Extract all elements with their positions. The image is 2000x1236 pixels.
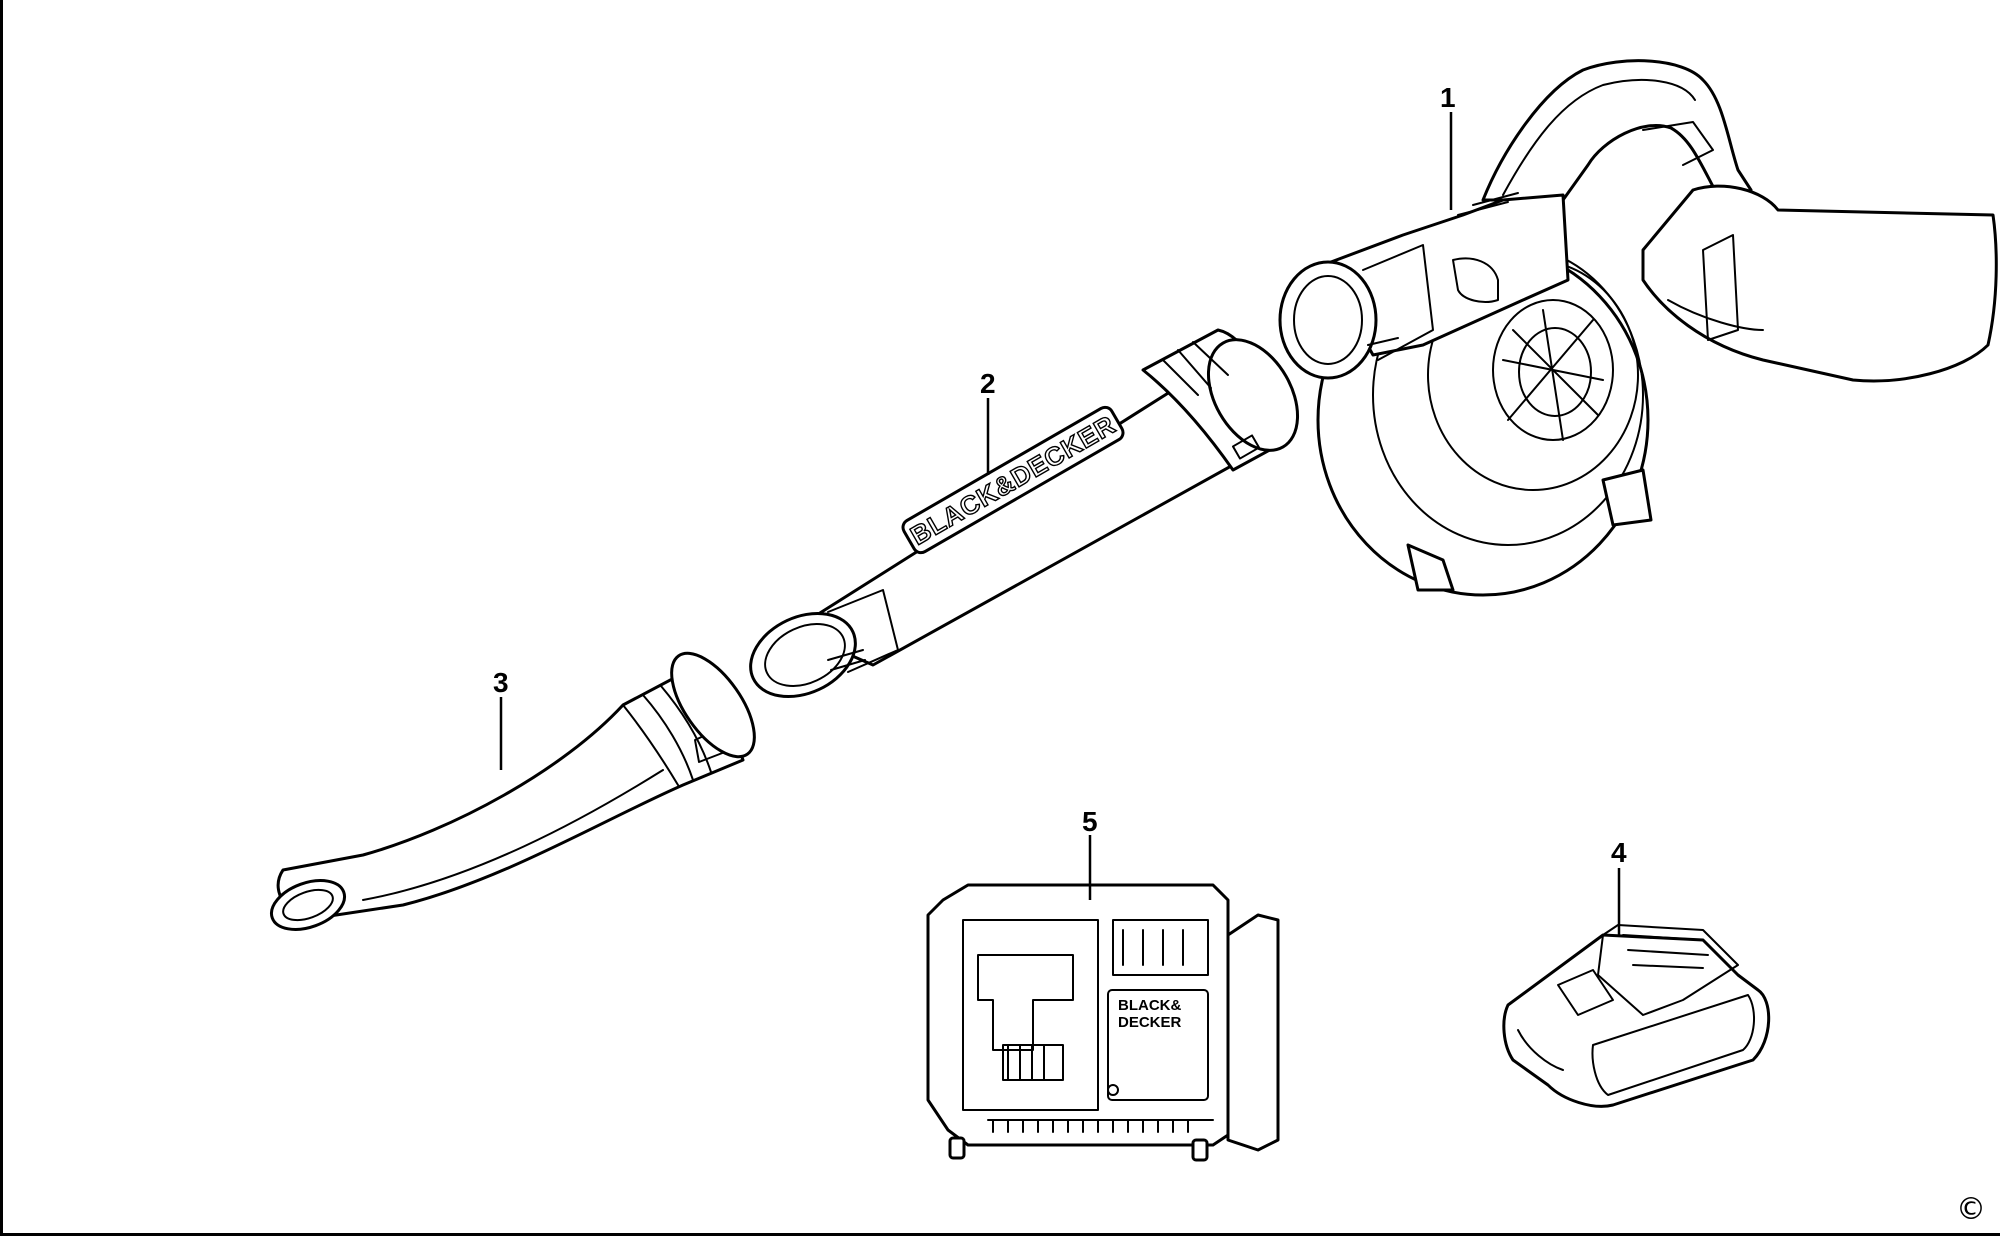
nozzle-body <box>276 666 745 922</box>
nozzle-inlet-opening <box>670 651 756 759</box>
charger-body <box>926 883 1230 1147</box>
charger-brand-logo-line1: BLACK& <box>1118 997 1181 1014</box>
blower-battery-housing <box>1641 184 1998 383</box>
copyright-mark: © <box>1956 1192 1986 1227</box>
blower-handle <box>1481 59 1753 207</box>
part-3-nozzle <box>270 651 756 931</box>
callout-5: 5 <box>1082 806 1098 837</box>
blower-outlet-opening <box>1278 260 1378 380</box>
part-5-charger: BLACK& DECKER <box>926 883 1280 1162</box>
battery-body <box>1502 933 1771 1108</box>
callout-2: 2 <box>980 368 996 399</box>
charger-brand-logo-line2: DECKER <box>1118 1014 1182 1031</box>
part-1-blower-body <box>1278 59 1998 597</box>
callout-4: 4 <box>1611 837 1627 868</box>
callout-1: 1 <box>1440 82 1456 113</box>
tube-near-opening <box>749 611 857 699</box>
part-4-battery-pack <box>1502 924 1771 1108</box>
exploded-parts-diagram: BLACK&DECKER BLACK& DECKER <box>270 59 1998 1162</box>
part-2-blower-tube: BLACK&DECKER <box>749 328 1300 699</box>
callout-3: 3 <box>493 667 509 698</box>
nozzle-outlet-tip <box>270 879 346 931</box>
